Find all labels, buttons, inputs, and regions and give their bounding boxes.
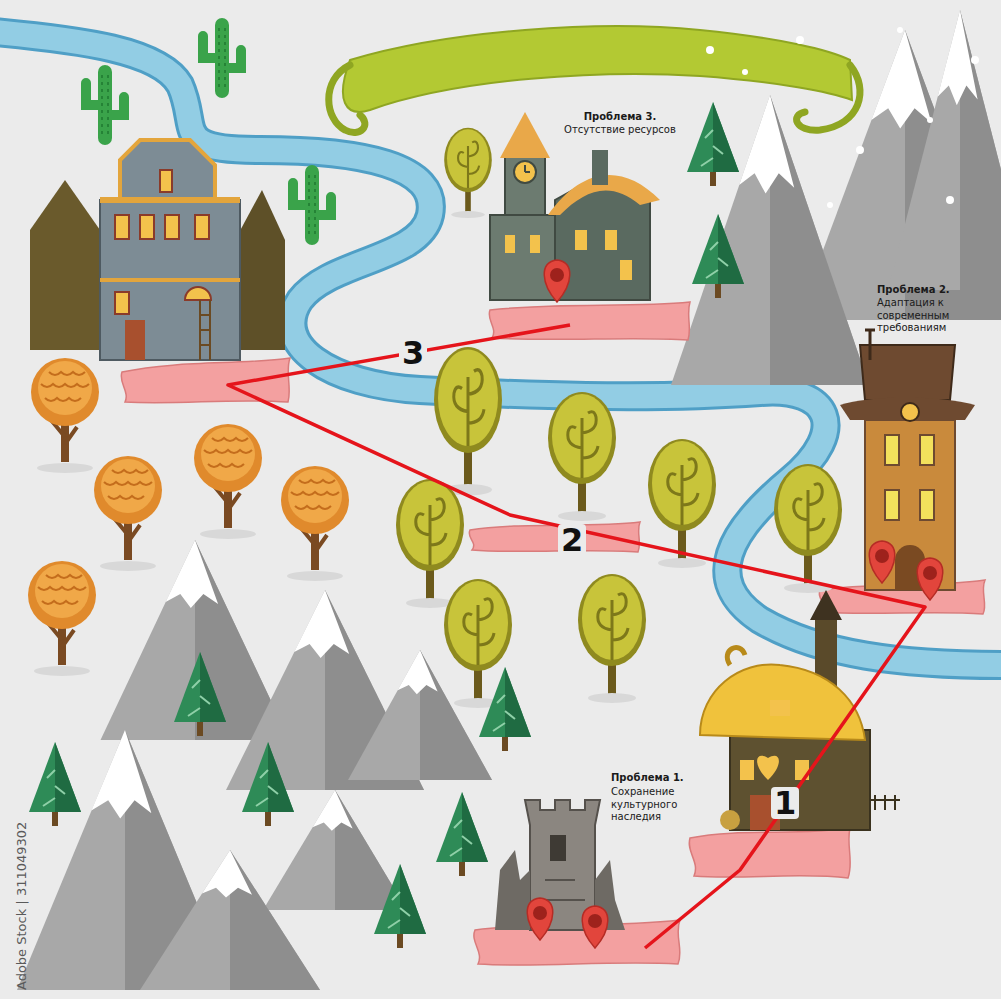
problem-text: Адаптация к современным требованиям (877, 297, 987, 335)
watermark: Adobe Stock | 311049302 (14, 822, 29, 990)
pink-banner (121, 302, 985, 965)
callout-number: 1 (771, 787, 799, 819)
cactus (293, 165, 331, 245)
ribbon-banner (329, 26, 860, 132)
problem-text: Сохранение культурного наследия (611, 786, 691, 824)
route-line (228, 325, 925, 948)
problem-title: Проблема 1. (611, 772, 691, 785)
callout-number: 2 (558, 524, 586, 556)
callout-number: 3 (399, 337, 427, 369)
autumn-trees (28, 358, 349, 676)
green-trees (396, 128, 842, 708)
clock-house (490, 112, 660, 300)
problem-text: Отсутствие ресурсов (540, 124, 700, 137)
mansion (30, 140, 285, 360)
location-pin (527, 260, 943, 948)
yellow-house (700, 590, 900, 830)
snowy-mountains (671, 10, 1001, 385)
cactus (203, 18, 241, 98)
problem-title: Проблема 2. (877, 284, 987, 297)
cactus (86, 65, 124, 145)
pine-trees (29, 102, 744, 948)
problem-title: Проблема 3. (540, 111, 700, 124)
river (0, 32, 1001, 665)
tower-house (840, 330, 975, 590)
